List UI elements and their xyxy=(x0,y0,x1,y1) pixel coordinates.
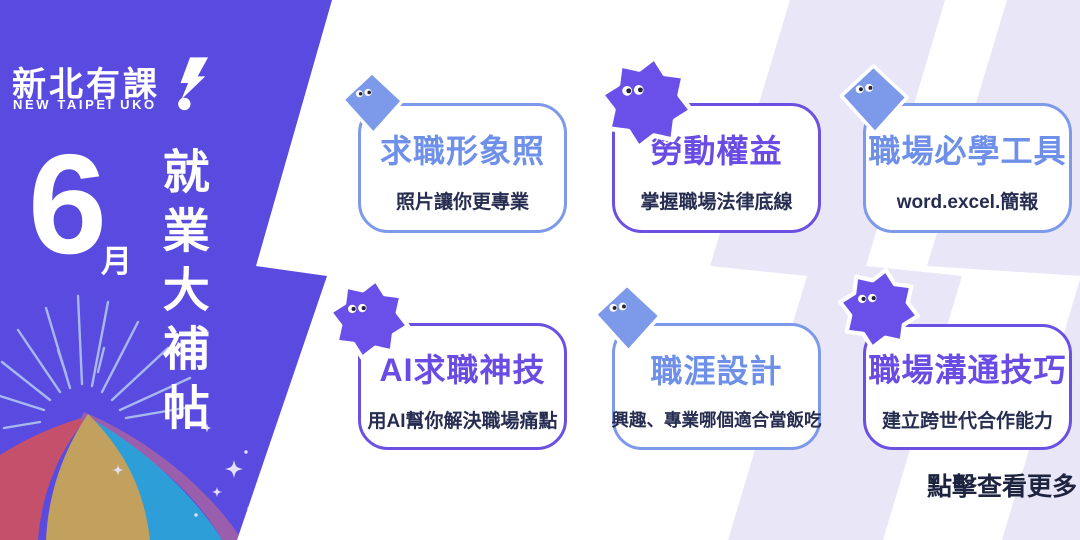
card-title: AI求職神技 xyxy=(379,351,546,388)
brand-logo-subtext: NEW TAIPEI UKO xyxy=(13,97,157,112)
card-title: 求職形象照 xyxy=(379,133,545,169)
bg-stripe xyxy=(927,0,1080,540)
course-card-office-tools[interactable]: 職場必學工具 word.excel.簡報 xyxy=(863,103,1072,233)
course-card-ai-job-skills[interactable]: AI求職神技 用AI幫你解決職場痛點 xyxy=(358,323,567,450)
lightning-bolt-icon xyxy=(178,57,209,111)
course-card-job-photo[interactable]: 求職形象照 照片讓你更專業 xyxy=(358,103,567,233)
card-title: 勞動權益 xyxy=(650,133,783,169)
purple-bolt-panel xyxy=(0,0,332,540)
month-number: 6 xyxy=(28,125,107,284)
course-card-career-design[interactable]: 職涯設計 興趣、專業哪個適合當飯吃 xyxy=(611,323,822,450)
course-card-labor-rights[interactable]: 勞動權益 掌握職場法律底線 xyxy=(612,103,821,233)
month-unit: 月 xyxy=(101,244,132,279)
see-more-link[interactable]: 點擊查看更多 xyxy=(926,473,1077,501)
card-title: 職涯設計 xyxy=(650,352,783,389)
card-title: 職場溝通技巧 xyxy=(868,352,1067,388)
firework-rays xyxy=(0,294,198,430)
card-title: 職場必學工具 xyxy=(868,133,1067,169)
card-subtitle: 建立跨世代合作能力 xyxy=(881,411,1053,432)
card-subtitle: 掌握職場法律底線 xyxy=(640,192,793,213)
volcano-illustration xyxy=(0,412,242,540)
hero-vertical-title: 就業大補帖 xyxy=(155,147,209,442)
brand-logo-text: 新北有課 xyxy=(12,66,160,104)
card-subtitle: 興趣、專業哪個適合當飯吃 xyxy=(611,409,822,430)
course-card-communication[interactable]: 職場溝通技巧 建立跨世代合作能力 xyxy=(863,324,1072,450)
bg-stripe xyxy=(710,0,962,540)
card-subtitle: 用AI幫你解決職場痛點 xyxy=(367,410,558,432)
card-subtitle: 照片讓你更專業 xyxy=(395,192,529,213)
card-subtitle: word.excel.簡報 xyxy=(896,192,1039,213)
